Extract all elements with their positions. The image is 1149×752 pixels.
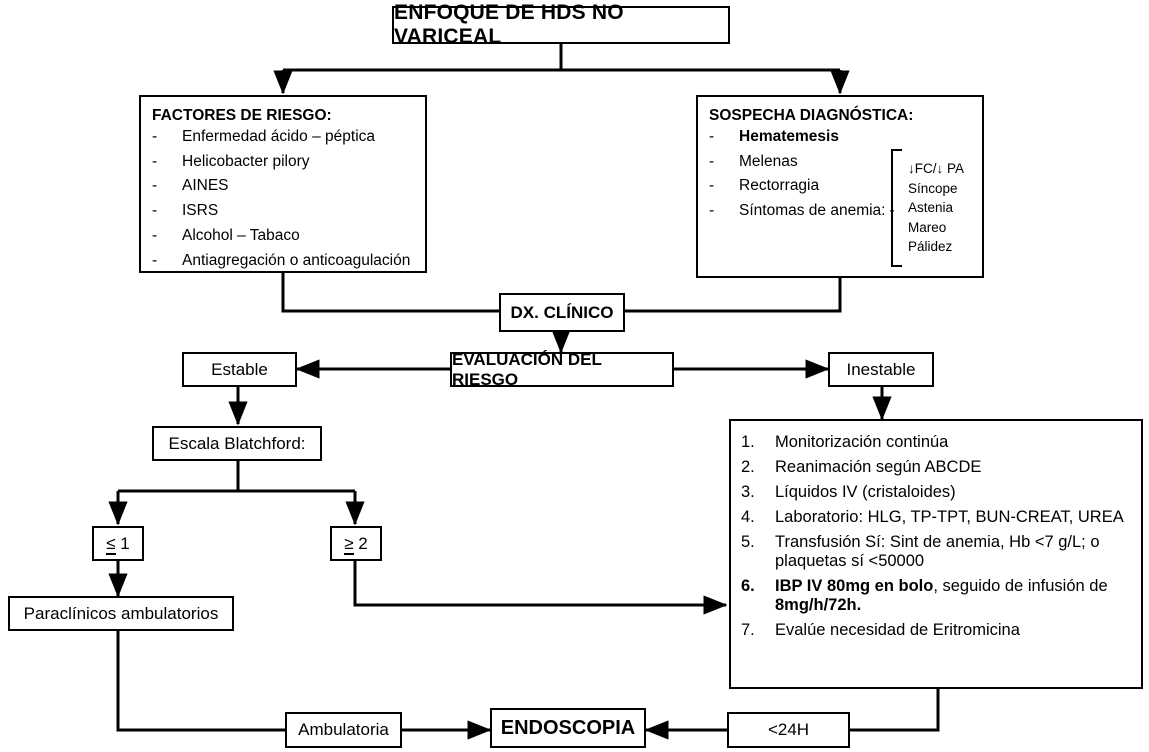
list-item-label: Rectorragia bbox=[739, 177, 820, 195]
anemia-symptoms-list: ↓FC/↓ PA Síncope Astenia Mareo Pálidez bbox=[908, 159, 964, 257]
list-item: Astenia bbox=[908, 200, 954, 216]
score-high-label: ≥ 2 bbox=[344, 533, 368, 555]
endoscopy-label: ENDOSCOPIA bbox=[500, 716, 636, 739]
risk-factors-heading: FACTORES DE RIESGO: bbox=[152, 107, 332, 124]
dx-clinico-label: DX. CLÍNICO bbox=[510, 302, 614, 322]
list-item-label: Transfusión Sí: Sint de anemia, Hb <7 g/… bbox=[775, 532, 1100, 570]
list-item: - Helicobacter pilory bbox=[152, 153, 415, 171]
list-item-label: Síntomas de anemia: bbox=[739, 202, 886, 220]
list-item-number: 4. bbox=[741, 507, 755, 526]
list-item-label: Evalúe necesidad de Eritromicina bbox=[775, 620, 1020, 639]
score-low-box: ≤ 1 bbox=[92, 526, 144, 561]
blatchford-scale-label: Escala Blatchford: bbox=[168, 433, 306, 453]
within-24h-label: <24H bbox=[767, 720, 810, 740]
title-label: ENFOQUE DE HDS NO VARICEAL bbox=[394, 0, 624, 48]
list-item: Síncope bbox=[908, 180, 958, 196]
unstable-label: Inestable bbox=[846, 359, 916, 379]
list-item: - Melenas bbox=[709, 153, 972, 171]
within-24h-box: <24H bbox=[727, 712, 850, 748]
unstable-box: Inestable bbox=[828, 352, 934, 387]
list-item-label: AINES bbox=[182, 177, 229, 195]
score-low-value: 1 bbox=[120, 533, 130, 553]
bullet-dash: - bbox=[709, 177, 715, 195]
list-item-label: Hematemesis bbox=[739, 127, 839, 145]
score-high-value: 2 bbox=[358, 533, 368, 553]
bracket-icon bbox=[891, 149, 902, 267]
list-item: ↓FC/↓ PA bbox=[908, 161, 965, 177]
management-box: 1. Monitorización continúa 2. Reanimación … bbox=[729, 419, 1143, 689]
bullet-dash: - bbox=[152, 251, 158, 269]
list-item: - AINES bbox=[152, 177, 415, 195]
blatchford-scale-box: Escala Blatchford: bbox=[152, 426, 322, 461]
list-item-number: 7. bbox=[741, 620, 755, 639]
score-high-symbol: ≥ bbox=[344, 533, 354, 555]
risk-evaluation-label: EVALUACIÓN DEL RIESGO bbox=[452, 349, 602, 389]
bullet-dash: - bbox=[709, 152, 715, 170]
bullet-dash: - bbox=[709, 202, 715, 220]
list-item: 5. Transfusión Sí: Sint de anemia, Hb <7 … bbox=[741, 533, 1133, 571]
list-item: 1. Monitorización continúa bbox=[741, 433, 1133, 452]
endoscopy-box: ENDOSCOPIA bbox=[490, 708, 646, 748]
score-low-label: ≤ 1 bbox=[106, 533, 130, 555]
list-item: Pálidez bbox=[908, 239, 953, 255]
list-item: 2. Reanimación según ABCDE bbox=[741, 458, 1133, 477]
bullet-dash: - bbox=[152, 152, 158, 170]
list-item-number: 6. bbox=[741, 576, 755, 595]
score-low-symbol: ≤ bbox=[106, 533, 116, 555]
list-item-label: Líquidos IV (cristaloides) bbox=[775, 482, 956, 501]
ambulatory-label: Ambulatoria bbox=[298, 720, 389, 740]
list-item: 4. Laboratorio: HLG, TP-TPT, BUN-CREAT, U… bbox=[741, 508, 1133, 527]
list-item: 3. Líquidos IV (cristaloides) bbox=[741, 483, 1133, 502]
diagnostic-suspicion-box: SOSPECHA DIAGNÓSTICA: - Hematemesis - Mele… bbox=[696, 95, 984, 278]
risk-factors-box: FACTORES DE RIESGO: - Enfermedad ácido – … bbox=[139, 95, 427, 273]
diagnostic-suspicion-list: - Hematemesis - Melenas - Rectorragia - Sínt… bbox=[709, 128, 972, 220]
list-item-label: Antiagregación o anticoagulación bbox=[182, 251, 411, 269]
list-item-number: 3. bbox=[741, 482, 755, 501]
list-item: 7. Evalúe necesidad de Eritromicina bbox=[741, 621, 1133, 640]
list-item: - Rectorragia bbox=[709, 177, 972, 195]
list-item-label: Reanimación según ABCDE bbox=[775, 457, 982, 476]
list-item: - Hematemesis bbox=[709, 128, 972, 146]
title-box: ENFOQUE DE HDS NO VARICEAL bbox=[392, 1, 730, 48]
bullet-dash: - bbox=[709, 127, 715, 145]
anemia-symptoms-group: ↓FC/↓ PA Síncope Astenia Mareo Pálidez bbox=[891, 149, 964, 267]
list-item-label: Laboratorio: HLG, TP-TPT, BUN-CREAT, URE… bbox=[775, 507, 1124, 526]
bullet-dash: - bbox=[152, 227, 158, 245]
list-item-label: IBP IV 80mg en bolo, seguido de infusión… bbox=[775, 576, 1108, 614]
score-high-box: ≥ 2 bbox=[330, 526, 382, 561]
management-list: 1. Monitorización continúa 2. Reanimación … bbox=[741, 433, 1133, 640]
list-item-label: Helicobacter pilory bbox=[182, 152, 310, 170]
list-item: Mareo bbox=[908, 219, 947, 235]
list-item-label: ISRS bbox=[182, 202, 219, 220]
list-item: - Enfermedad ácido – péptica bbox=[152, 128, 415, 146]
list-item-number: 1. bbox=[741, 433, 755, 451]
stable-box: Estable bbox=[182, 352, 297, 387]
list-item-label: Enfermedad ácido – péptica bbox=[182, 127, 376, 145]
risk-factors-list: - Enfermedad ácido – péptica - Helicobacte… bbox=[152, 128, 415, 270]
list-item-number: 5. bbox=[741, 532, 755, 551]
outpatient-tests-label: Paraclínicos ambulatorios bbox=[23, 603, 219, 623]
ambulatory-box: Ambulatoria bbox=[285, 712, 402, 748]
list-item: - ISRS bbox=[152, 202, 415, 220]
list-item-label: Melenas bbox=[739, 152, 798, 170]
list-item-label: Alcohol – Tabaco bbox=[182, 227, 300, 245]
stable-label: Estable bbox=[211, 359, 268, 379]
list-item-label: Monitorización continúa bbox=[775, 433, 949, 451]
list-item: 6. IBP IV 80mg en bolo, seguido de infusi… bbox=[741, 577, 1133, 615]
risk-evaluation-box: EVALUACIÓN DEL RIESGO bbox=[450, 349, 674, 389]
bullet-dash: - bbox=[152, 202, 158, 220]
outpatient-tests-box: Paraclínicos ambulatorios bbox=[8, 596, 234, 631]
list-item-number: 2. bbox=[741, 457, 755, 476]
dx-clinico-box: DX. CLÍNICO bbox=[499, 293, 625, 332]
list-item: - Alcohol – Tabaco bbox=[152, 227, 415, 245]
list-item: - Antiagregación o anticoagulación bbox=[152, 252, 415, 270]
diagnostic-suspicion-heading: SOSPECHA DIAGNÓSTICA: bbox=[709, 107, 914, 124]
bullet-dash: - bbox=[152, 177, 158, 195]
bullet-dash: - bbox=[152, 127, 158, 145]
